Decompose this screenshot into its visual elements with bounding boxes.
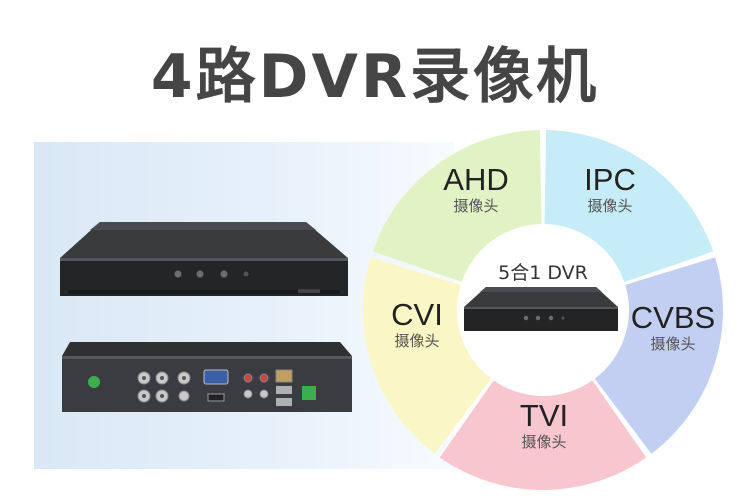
segment-tvi-arc: [439, 380, 647, 490]
segment-cvbs: CVBS 摄像头: [630, 300, 716, 354]
segment-ahd-arc: [372, 130, 542, 283]
segment-ipc-arc: [544, 130, 714, 283]
segment-ahd-sub: 摄像头: [453, 197, 499, 215]
segment-ahd: AHD 摄像头: [443, 162, 509, 216]
page-title: 4路DVR录像机: [150, 42, 600, 112]
segment-cvi: CVI 摄像头: [391, 297, 443, 351]
segment-tvi-name: TVI: [519, 398, 569, 433]
dvr-rear-image: [62, 342, 352, 412]
segment-cvi-name: CVI: [391, 297, 443, 332]
segment-tvi-sub: 摄像头: [521, 433, 567, 451]
segment-cvbs-sub: 摄像头: [650, 335, 696, 353]
segment-cvbs-name: CVBS: [630, 300, 716, 335]
dvr-front-image: [60, 222, 348, 296]
segment-ipc-sub: 摄像头: [587, 197, 633, 215]
segment-ipc: IPC 摄像头: [584, 162, 636, 216]
segment-cvbs-arc: [594, 257, 723, 454]
segment-cvi-sub: 摄像头: [394, 332, 440, 350]
segment-ahd-name: AHD: [443, 162, 509, 197]
center-dvr-image: [464, 287, 618, 331]
segment-tvi: TVI 摄像头: [519, 398, 569, 452]
segment-ipc-name: IPC: [584, 162, 636, 197]
segment-cvi-arc: [363, 257, 492, 454]
center-label: 5合1 DVR: [498, 262, 588, 284]
